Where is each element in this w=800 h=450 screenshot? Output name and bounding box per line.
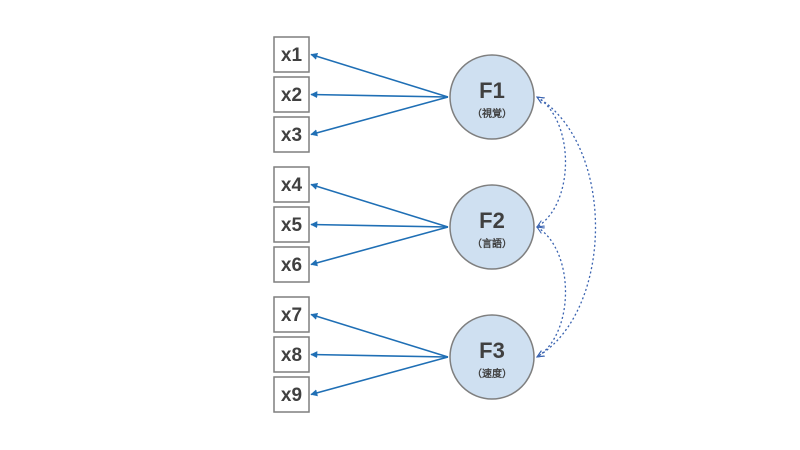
indicator-label: x8 <box>281 345 302 366</box>
indicator-label: x5 <box>281 215 303 236</box>
indicator-box <box>273 246 310 283</box>
loading-arrow-f1-x1 <box>310 53 449 98</box>
indicator-box <box>273 166 310 203</box>
indicator-x8: x8 <box>273 336 310 373</box>
factor-name: F1 <box>479 78 505 103</box>
factor-f3: F3 （速度） <box>449 314 535 400</box>
indicator-box <box>273 36 310 73</box>
factor-f2: F2 （言語） <box>449 184 535 270</box>
indicator-label: x4 <box>281 175 303 196</box>
indicator-box <box>273 336 310 373</box>
factor-circle <box>449 314 535 400</box>
indicator-x5: x5 <box>273 206 310 243</box>
factor-circle <box>449 184 535 270</box>
factor-name: F3 <box>479 338 505 363</box>
indicator-x7: x7 <box>273 296 310 333</box>
loading-arrow-f3-x9 <box>310 356 449 397</box>
loading-arrow-f1-x2 <box>310 91 449 99</box>
covariance-f1-f3 <box>537 97 596 357</box>
factors: F1 （視覚） F2 （言語） F3 （速度） <box>449 54 535 400</box>
indicator-x9: x9 <box>273 376 310 413</box>
factor-subtitle: （視覚） <box>472 107 512 120</box>
factor-circle <box>449 54 535 140</box>
indicator-box <box>273 76 310 113</box>
covariance-paths <box>537 97 596 357</box>
indicator-label: x3 <box>281 125 302 146</box>
indicator-label: x9 <box>281 385 302 406</box>
indicators: x1 x2 x3 x4 x5 x6 x7 x8 <box>273 36 310 413</box>
loading-arrow-f2-x4 <box>310 183 449 228</box>
indicator-x3: x3 <box>273 116 310 153</box>
indicator-box <box>273 296 310 333</box>
indicator-x6: x6 <box>273 246 310 283</box>
indicator-x2: x2 <box>273 76 310 113</box>
loading-arrow-f3-x7 <box>310 313 449 358</box>
factor-loadings <box>310 53 449 397</box>
loading-arrow-f1-x3 <box>310 96 449 137</box>
loading-arrow-f2-x6 <box>310 226 449 267</box>
indicator-label: x6 <box>281 255 302 276</box>
indicator-box <box>273 206 310 243</box>
indicator-x4: x4 <box>273 166 310 203</box>
indicator-box <box>273 116 310 153</box>
loading-arrow-f2-x5 <box>310 221 449 229</box>
covariance-f2-f3 <box>537 227 567 357</box>
covariance-f1-f2 <box>537 97 567 227</box>
factor-subtitle: （言語） <box>472 237 512 250</box>
indicator-x1: x1 <box>273 36 310 73</box>
factor-name: F2 <box>479 208 505 233</box>
factor-subtitle: （速度） <box>472 367 512 380</box>
indicator-label: x1 <box>281 45 303 66</box>
loading-arrow-f3-x8 <box>310 351 449 359</box>
factor-f1: F1 （視覚） <box>449 54 535 140</box>
indicator-label: x7 <box>281 305 302 326</box>
indicator-box <box>273 376 310 413</box>
indicator-label: x2 <box>281 85 302 106</box>
